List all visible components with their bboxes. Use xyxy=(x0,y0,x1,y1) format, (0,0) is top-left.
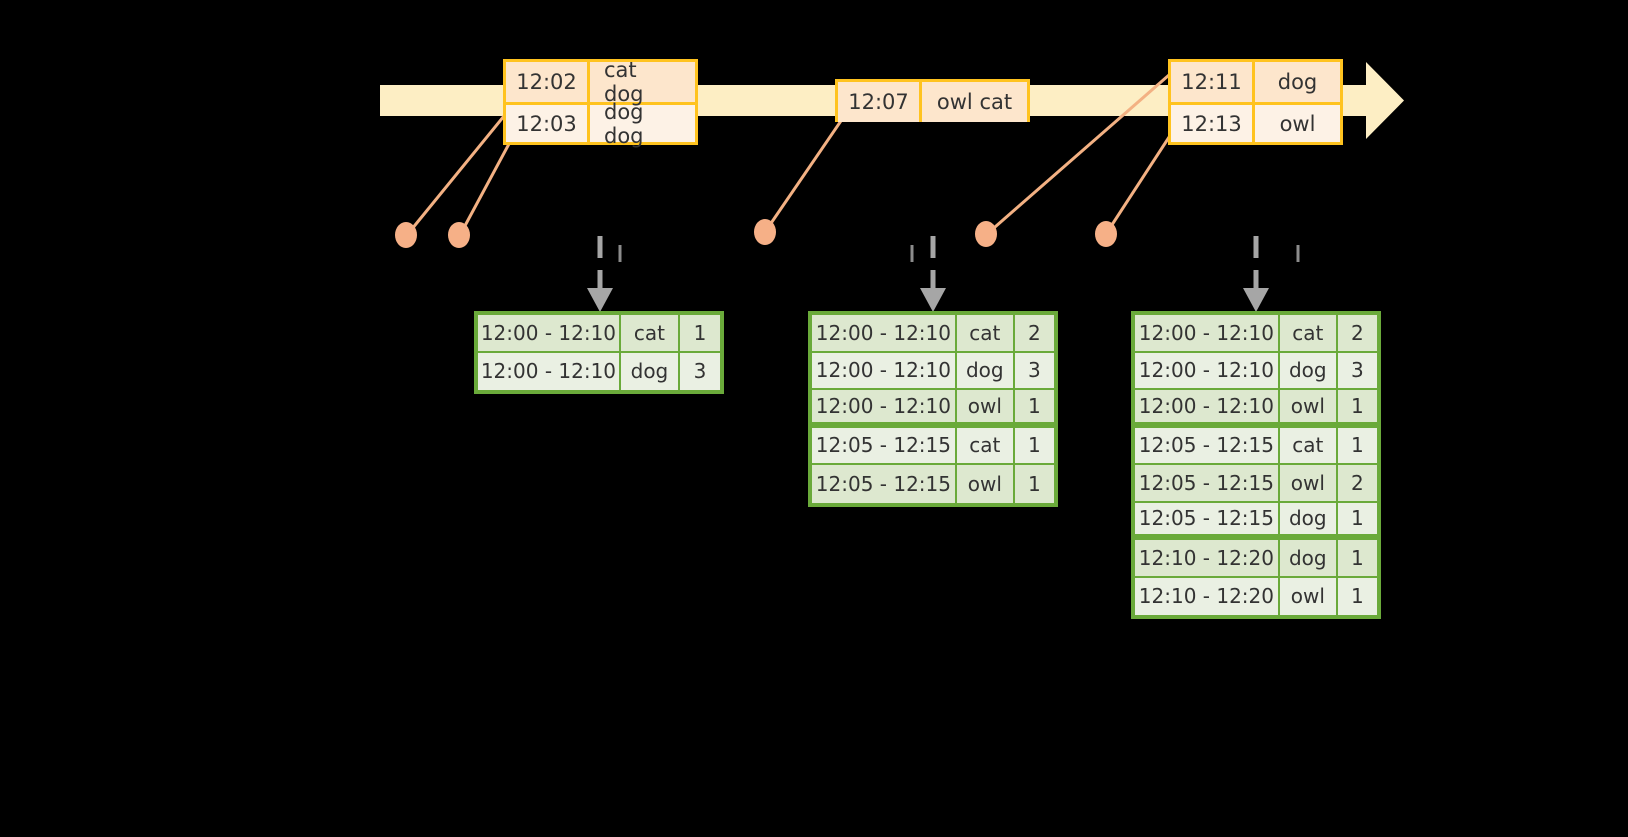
event-group-2[interactable]: 12:07 owl cat xyxy=(835,79,1030,122)
cell-count: 3 xyxy=(1337,353,1377,390)
stream-dot-4 xyxy=(975,221,997,247)
cell-word: owl xyxy=(956,390,1015,424)
event-row[interactable]: 12:07 owl cat xyxy=(838,82,1027,122)
cell-window: 12:00 - 12:10 xyxy=(1135,315,1280,353)
cell-count: 1 xyxy=(1028,471,1041,496)
cell-count: 1 xyxy=(1337,540,1377,578)
cell-count: 3 xyxy=(1014,353,1054,390)
cell-count: 2 xyxy=(1337,315,1377,353)
cell-word: cat xyxy=(956,427,1015,465)
cell-count: 1 xyxy=(1351,584,1364,609)
event-time: 12:02 xyxy=(506,62,590,102)
cell-window: 12:00 - 12:10 xyxy=(478,315,621,353)
cell-window: 12:05 - 12:15 xyxy=(812,465,957,503)
event-row[interactable]: 12:13 owl xyxy=(1171,102,1340,142)
cell-word: owl xyxy=(1280,577,1338,615)
cell-count: 1 xyxy=(1337,390,1377,424)
cell-window: 12:10 - 12:20 xyxy=(1135,540,1280,578)
cell-window: 12:05 - 12:15 xyxy=(812,427,957,465)
cell-word: cat xyxy=(956,315,1015,353)
event-time: 12:13 xyxy=(1171,105,1255,142)
event-group-1[interactable]: 12:02 cat dog 12:03 dog dog xyxy=(503,58,698,148)
dashed-arrow-2 xyxy=(920,236,946,312)
cell-word: dog xyxy=(1279,502,1338,536)
event-words: dog dog xyxy=(604,99,644,148)
cell-word: cat xyxy=(1279,315,1338,353)
event-row[interactable]: 12:03 dog dog xyxy=(506,99,695,148)
cell-word: cat xyxy=(1279,427,1338,465)
cell-word: dog xyxy=(1279,540,1338,578)
cell-count: 1 xyxy=(1014,390,1054,424)
event-row[interactable]: 12:11 dog xyxy=(1171,62,1340,102)
timeline-ticks xyxy=(618,245,1300,262)
cell-count: 3 xyxy=(693,359,707,384)
cell-count: 1 xyxy=(1337,503,1377,536)
connector-1 xyxy=(405,104,515,236)
stream-dot-5 xyxy=(1095,221,1117,247)
cell-count: 1 xyxy=(1014,428,1054,465)
cell-window: 12:00 - 12:10 xyxy=(478,352,621,390)
cell-count: 1 xyxy=(1337,428,1377,465)
cell-window: 12:05 - 12:15 xyxy=(1135,465,1280,503)
event-time: 12:03 xyxy=(506,105,590,142)
cell-window: 12:10 - 12:20 xyxy=(1135,577,1280,615)
event-words: cat dog xyxy=(604,58,644,106)
cell-word: dog xyxy=(1279,352,1338,390)
cell-window: 12:05 - 12:15 xyxy=(1135,502,1280,536)
cell-word: owl xyxy=(1279,390,1338,424)
dashed-arrows xyxy=(587,236,1269,312)
cell-window: 12:00 - 12:10 xyxy=(1135,390,1280,424)
connector-3 xyxy=(763,114,847,233)
dashed-arrow-3 xyxy=(1243,236,1269,312)
cell-window: 12:00 - 12:10 xyxy=(812,315,957,353)
cell-window: 12:00 - 12:10 xyxy=(812,390,957,424)
event-words: owl xyxy=(1279,111,1316,136)
event-time: 12:11 xyxy=(1171,62,1255,102)
cell-word: dog xyxy=(956,352,1015,390)
event-time: 12:07 xyxy=(838,82,922,122)
event-words: owl cat xyxy=(936,90,1013,114)
stream-dot-1 xyxy=(395,222,417,248)
event-group-3[interactable]: 12:11 dog 12:13 owl xyxy=(1168,59,1343,145)
dashed-arrow-1 xyxy=(587,236,613,312)
cell-window: 12:05 - 12:15 xyxy=(1135,427,1280,465)
cell-count: 1 xyxy=(680,315,720,353)
cell-count: 2 xyxy=(1337,465,1377,503)
connector-5 xyxy=(1104,127,1177,235)
cell-word: owl xyxy=(1279,465,1338,503)
stream-dot-2 xyxy=(448,222,470,248)
cell-window: 12:00 - 12:10 xyxy=(812,352,957,390)
event-row[interactable]: 12:02 cat dog xyxy=(506,58,695,106)
cell-word: cat xyxy=(620,315,681,353)
cell-word: owl xyxy=(957,465,1015,503)
connector-2 xyxy=(458,141,512,236)
stream-dot-3 xyxy=(754,219,776,245)
event-words: dog xyxy=(1277,70,1318,94)
cell-word: dog xyxy=(621,352,681,390)
cell-count: 2 xyxy=(1014,315,1054,353)
stream-dots xyxy=(395,219,1117,248)
cell-window: 12:00 - 12:10 xyxy=(1135,352,1280,390)
